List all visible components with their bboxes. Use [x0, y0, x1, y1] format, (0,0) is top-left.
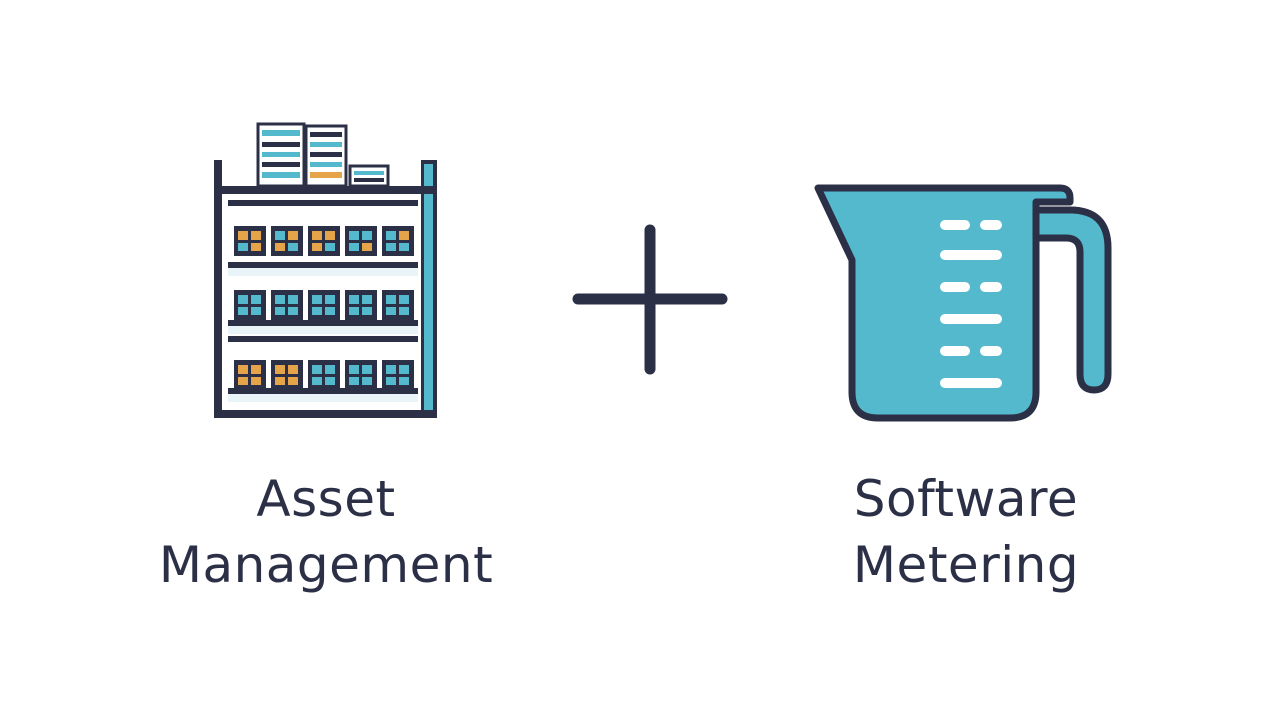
top-boxes-icon: [256, 122, 390, 188]
shelf-row-3: [234, 360, 414, 390]
measure-marks: [940, 220, 1002, 388]
shelf-row-2: [234, 290, 414, 320]
shelf-row-1: [234, 226, 414, 256]
caption-right-line2: Metering: [852, 536, 1080, 594]
plus-icon: [572, 224, 728, 375]
server-shelf-icon: [214, 122, 437, 418]
asset-management-caption: Asset Management: [96, 466, 556, 598]
caption-left-line2: Management: [158, 536, 494, 594]
measuring-jug-icon: [814, 184, 1112, 422]
software-metering-caption: Software Metering: [736, 466, 1196, 598]
caption-right-line1: Software: [853, 470, 1079, 528]
caption-left-line1: Asset: [256, 470, 396, 528]
